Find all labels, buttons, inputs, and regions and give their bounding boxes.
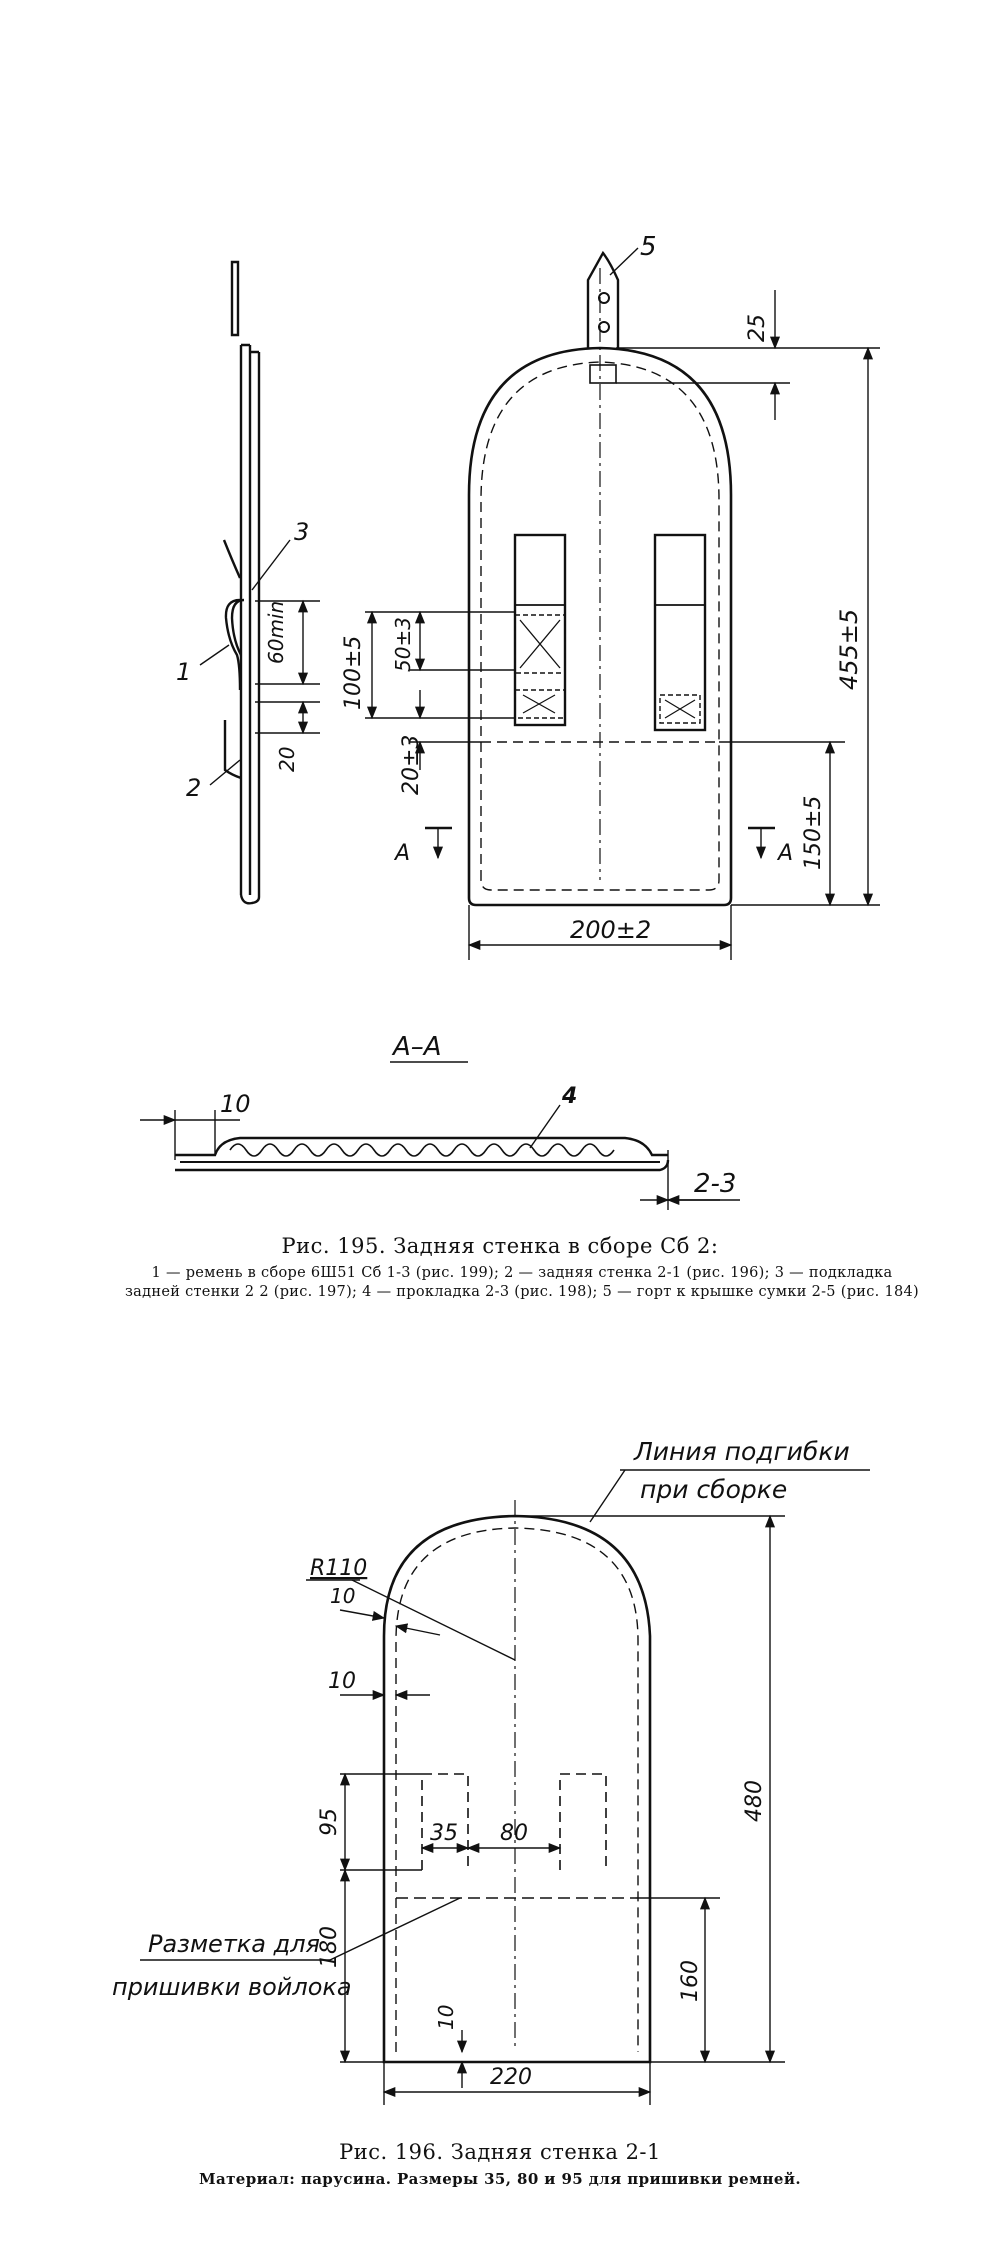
dim-20-3: 20±3 bbox=[399, 735, 424, 795]
dim-80: 80 bbox=[500, 1821, 528, 1846]
dim-50: 50±3 bbox=[391, 617, 415, 672]
note-fold-line-2: при сборке bbox=[640, 1475, 787, 1504]
section-aa-view bbox=[175, 1136, 670, 1172]
figure-195-caption-title: Рис. 195. Задняя стенка в сборе Сб 2: bbox=[281, 1234, 719, 1258]
figure-196-caption-material: Материал: парусина. Размеры 35, 80 и 95 … bbox=[198, 2170, 802, 2188]
part-number-2: 2 bbox=[186, 774, 201, 802]
note-marking-1: Разметка для bbox=[148, 1930, 320, 1958]
part-number-1: 1 bbox=[176, 658, 191, 686]
dim-100: 100±5 bbox=[341, 636, 366, 710]
section-dimensions bbox=[140, 1104, 740, 1210]
dim-150: 150±5 bbox=[801, 796, 826, 870]
dim-480: 480 bbox=[742, 1780, 767, 1822]
note-marking-2: пришивки войлока bbox=[112, 1973, 352, 2001]
strap-mark-left bbox=[421, 1773, 469, 1870]
outer-outline bbox=[467, 346, 733, 907]
figure-195-drawing: 3 1 2 60min 20 5 bbox=[140, 232, 880, 1210]
outer-outline bbox=[382, 1514, 652, 2064]
inner-stitch-outline bbox=[480, 361, 720, 891]
strap-loop-left bbox=[513, 533, 567, 727]
dim-60min: 60min bbox=[264, 601, 288, 664]
dim-10-side: 10 bbox=[328, 1669, 356, 1694]
side-strap-top bbox=[230, 260, 240, 337]
figure-196-caption-title: Рис. 196. Задняя стенка 2-1 bbox=[339, 2140, 661, 2164]
part-number-4: 4 bbox=[561, 1084, 577, 1109]
section-title: A–A bbox=[391, 1032, 442, 1062]
dim-r110: R110 bbox=[310, 1556, 367, 1581]
strap-loop-right bbox=[653, 533, 707, 732]
dim-25: 25 bbox=[745, 314, 770, 342]
part-number-3: 3 bbox=[294, 518, 309, 546]
section-mark-right: A bbox=[776, 841, 793, 866]
figure-196-drawing: Линия подгибки при сборке R110 10 10 95 … bbox=[112, 1437, 870, 2105]
dim-2-3: 2-3 bbox=[694, 1169, 736, 1199]
dim-455: 455±5 bbox=[835, 609, 863, 690]
side-layers bbox=[239, 345, 261, 897]
dim-220: 220 bbox=[490, 2065, 532, 2090]
front-view bbox=[467, 250, 733, 907]
dim-200: 200±2 bbox=[570, 916, 651, 944]
pattern-piece bbox=[382, 1500, 652, 2064]
front-dimensions bbox=[365, 290, 880, 960]
leader-5 bbox=[609, 247, 639, 276]
dim-95: 95 bbox=[317, 1808, 342, 1836]
side-flap bbox=[222, 539, 242, 579]
dim-10-bottom: 10 bbox=[434, 2005, 458, 2030]
dim-35: 35 bbox=[430, 1821, 458, 1846]
side-view bbox=[222, 260, 261, 905]
dim-20: 20 bbox=[275, 747, 299, 772]
figure-195-caption-body: 1 — ремень в сборе 6Ш51 Сб 1-3 (рис. 199… bbox=[124, 1265, 920, 1300]
pattern-dimensions bbox=[140, 1469, 870, 2105]
side-leaders bbox=[199, 539, 320, 786]
tab-5 bbox=[586, 250, 620, 348]
part-number-5: 5 bbox=[640, 232, 657, 262]
dim-10-arc: 10 bbox=[330, 1584, 355, 1608]
section-mark-left: A bbox=[393, 841, 410, 866]
side-strap-end bbox=[223, 720, 242, 780]
dim-160: 160 bbox=[678, 1960, 703, 2002]
dim-10-section: 10 bbox=[220, 1090, 251, 1118]
side-strap-loop bbox=[224, 598, 242, 691]
fold-line bbox=[395, 1527, 639, 2052]
strap-mark-right bbox=[559, 1773, 607, 1870]
note-fold-line-1: Линия подгибки bbox=[633, 1437, 850, 1466]
dim-180: 180 bbox=[317, 1926, 342, 1968]
